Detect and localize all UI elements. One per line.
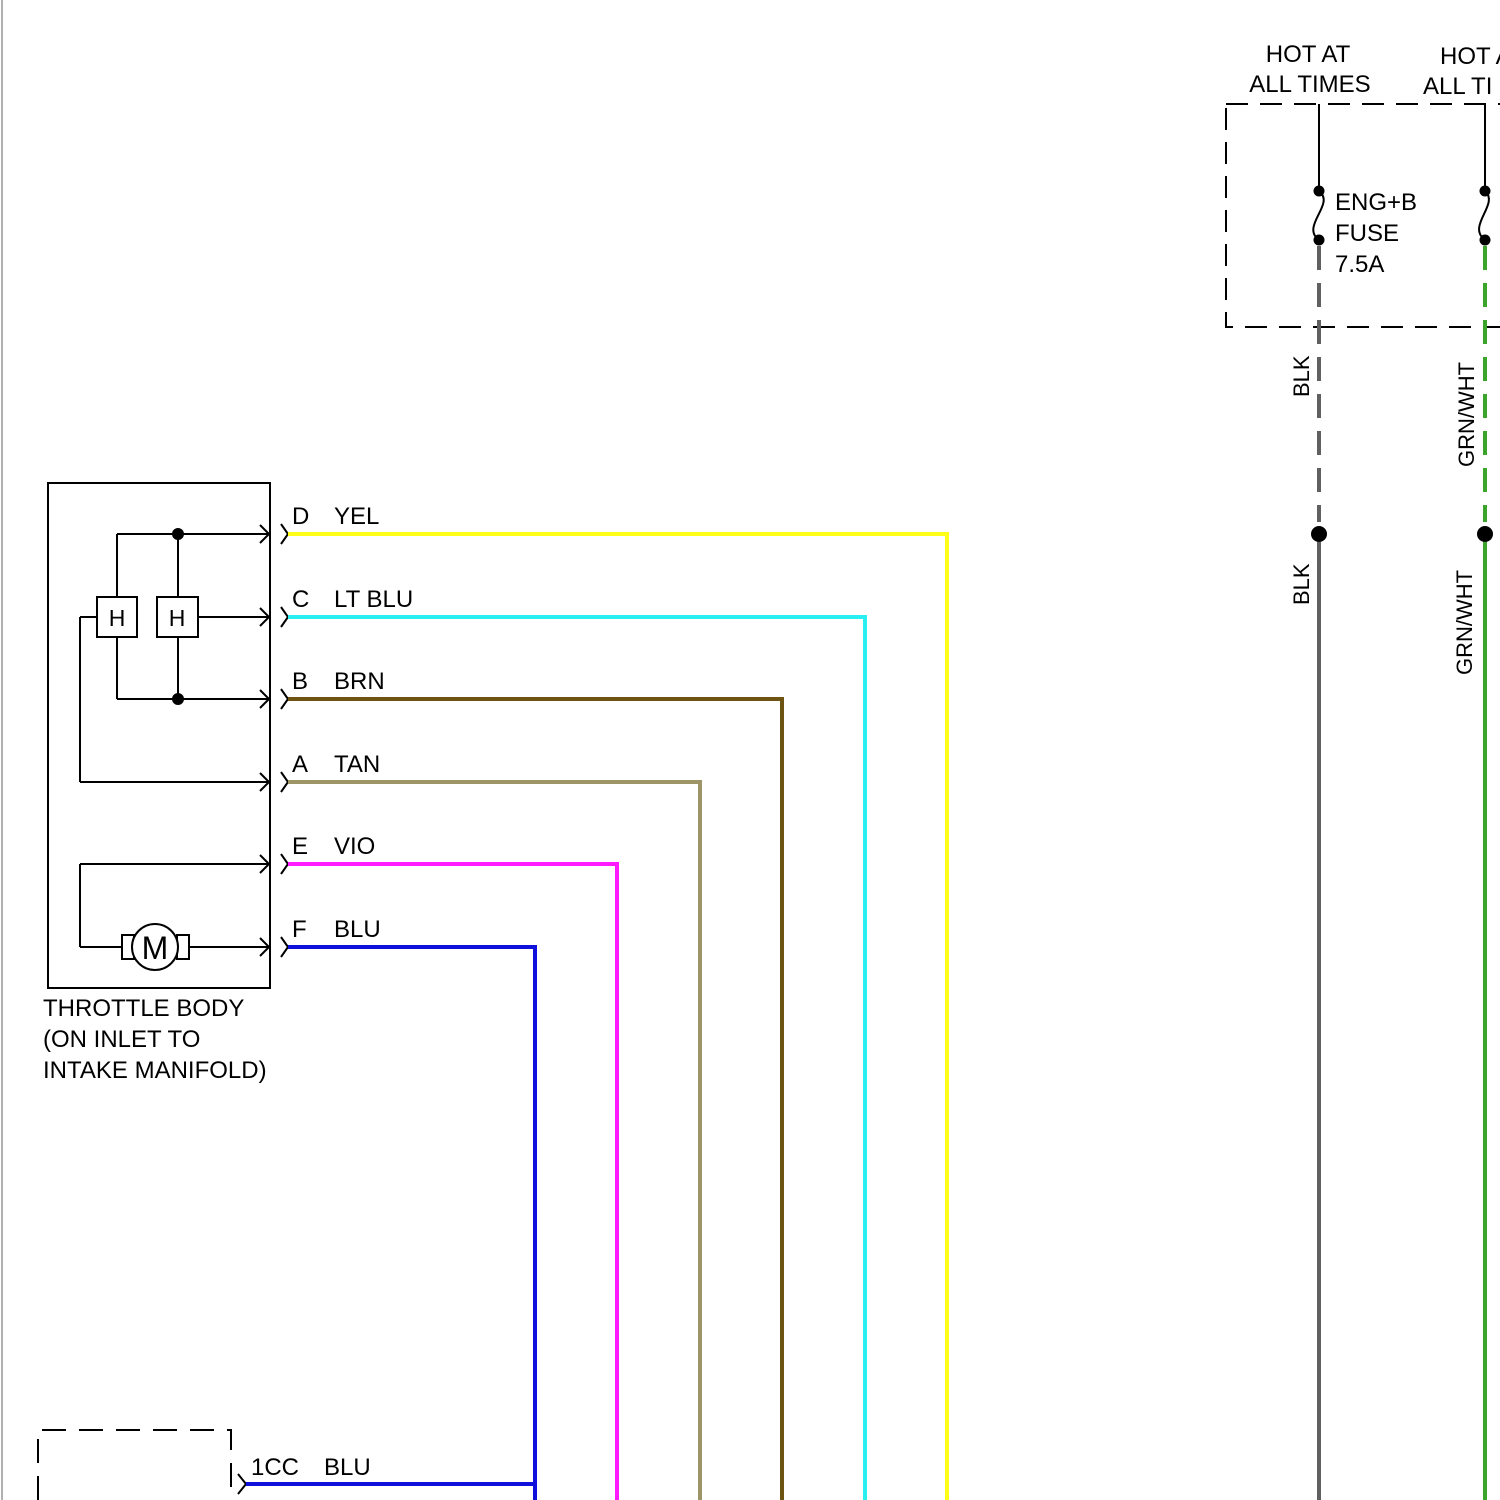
fuse-icon xyxy=(1479,191,1489,240)
splice-dot xyxy=(1311,526,1327,542)
sensor-element-2-label: H xyxy=(169,605,186,631)
grn-wht-wire-group: GRN/WHT GRN/WHT xyxy=(1452,246,1493,1500)
fuse-box: HOT AT ALL TIMES HOT A ALL TI ENG+B FUSE… xyxy=(1226,41,1500,327)
wire-color-label: LT BLU xyxy=(334,586,413,613)
pin-label: E xyxy=(292,833,308,860)
bottom-connector-pin: 1CC xyxy=(251,1454,299,1481)
supply-label-1-line1: HOT AT xyxy=(1266,41,1351,68)
wire-color-label: BLU xyxy=(334,916,381,943)
sensor-network xyxy=(80,534,268,782)
pin-terminal-female xyxy=(281,524,288,544)
pin-terminal-female xyxy=(281,937,288,957)
pin-terminal-female xyxy=(281,772,288,792)
grn-wht-wire-label-lower: GRN/WHT xyxy=(1452,570,1477,675)
wire-color-label: YEL xyxy=(334,503,379,530)
throttle-body-title-line1: THROTTLE BODY xyxy=(43,995,244,1022)
fuse-name: ENG+B xyxy=(1335,189,1417,216)
splice-dot xyxy=(1477,526,1493,542)
motor-label: M xyxy=(142,930,169,966)
wire-color-label: VIO xyxy=(334,833,375,860)
grn-wht-wire-label-upper: GRN/WHT xyxy=(1454,362,1479,467)
sensor-element-1-label: H xyxy=(109,605,126,631)
pin-label: C xyxy=(292,586,309,613)
fuse-icon xyxy=(1313,191,1323,240)
bottom-connector-wire-label: BLU xyxy=(324,1454,371,1481)
supply-label-1-line2: ALL TIMES xyxy=(1249,71,1370,98)
throttle-body-title-line2: (ON INLET TO xyxy=(43,1026,200,1053)
connector-pin-wires: D YEL C LT BLU B BRN A TAN E VIO F BLU xyxy=(260,503,947,1500)
throttle-body: H H M THROTTLE BODY (ON INLET TO INTAKE … xyxy=(43,483,270,1084)
blk-wire-group: BLK BLK xyxy=(1289,246,1327,1500)
blk-wire-label-upper: BLK xyxy=(1289,355,1314,397)
pin-label: F xyxy=(292,916,307,943)
supply-label-2-line1: HOT A xyxy=(1440,43,1500,70)
bottom-connector-outline xyxy=(38,1430,231,1500)
wire-color-label: BRN xyxy=(334,668,385,695)
wire-blu xyxy=(288,947,535,1500)
throttle-body-outline xyxy=(48,483,270,988)
wire-color-label: TAN xyxy=(334,751,380,778)
wire-tan xyxy=(288,782,700,1500)
pin-terminal-female xyxy=(281,607,288,627)
fuse-terminal-dot xyxy=(1480,235,1491,246)
bottom-connector: 1CC BLU xyxy=(38,1430,536,1500)
throttle-body-title-line3: INTAKE MANIFOLD) xyxy=(43,1057,267,1084)
pin-label: A xyxy=(292,751,308,778)
wire-lt-blu xyxy=(288,617,865,1500)
pin-terminal-female xyxy=(281,854,288,874)
junction-dot xyxy=(172,528,184,540)
pin-label: B xyxy=(292,668,308,695)
fuse-rating: 7.5A xyxy=(1335,251,1384,278)
bottom-connector-terminal xyxy=(238,1474,246,1494)
fuse-terminal-dot xyxy=(1314,235,1325,246)
blk-wire-label-lower: BLK xyxy=(1289,563,1314,605)
supply-label-2-line2: ALL TI xyxy=(1423,73,1492,100)
pin-label: D xyxy=(292,503,309,530)
wire-vio xyxy=(288,864,617,1500)
pin-terminal-female xyxy=(281,689,288,709)
junction-dot xyxy=(172,693,184,705)
fuse-type: FUSE xyxy=(1335,220,1399,247)
